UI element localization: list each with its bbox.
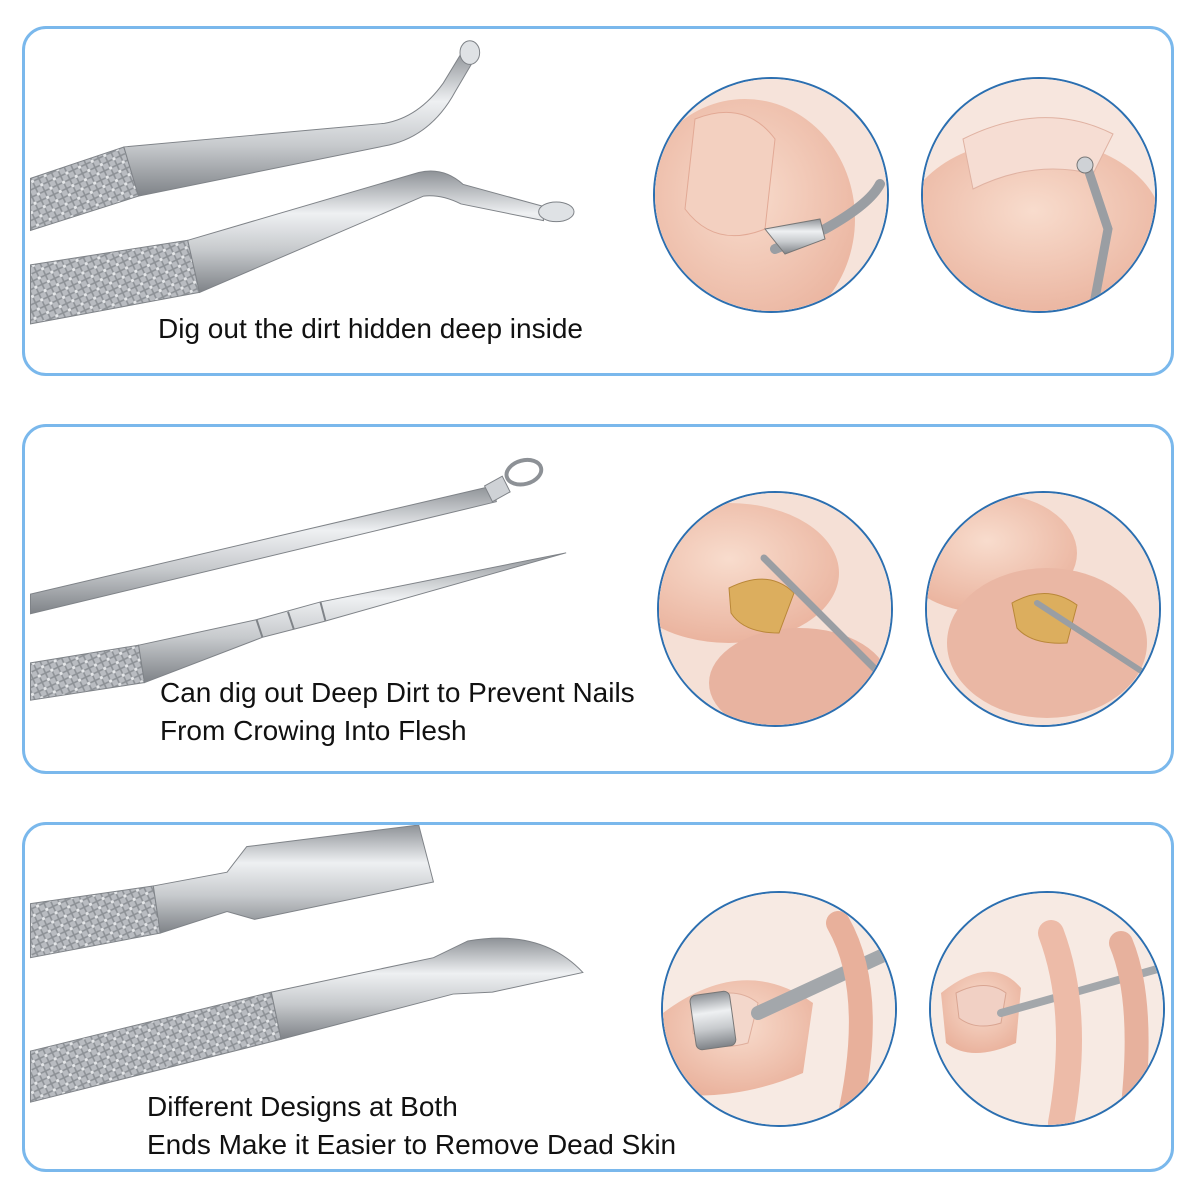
cuticle-pusher-tool <box>29 825 435 959</box>
tools-image <box>29 457 567 701</box>
feature-panel-dead-skin: Different Designs at Both Ends Make it E… <box>22 822 1174 1172</box>
cuticle-spoon-tool <box>29 937 584 1103</box>
curved-scoop-tool <box>29 40 481 232</box>
caption-line: Can dig out Deep Dirt to Prevent Nails <box>160 677 635 708</box>
feature-panel-deep-dirt: Can dig out Deep Dirt to Prevent Nails F… <box>22 424 1174 774</box>
caption-line: Different Designs at Both <box>147 1091 458 1122</box>
panel-caption: Different Designs at Both Ends Make it E… <box>147 1088 676 1164</box>
cuticle-pushing-demo-image <box>929 891 1165 1127</box>
curved-scoop-tool <box>29 170 575 325</box>
nail-cleaning-demo-image <box>653 77 889 313</box>
pointed-tool <box>29 552 567 701</box>
feature-panel-dig-dirt: Dig out the dirt hidden deep inside <box>22 26 1174 376</box>
tools-image <box>29 825 584 1103</box>
loop-tool <box>29 457 544 615</box>
cuticle-pushing-demo-image <box>661 891 897 1127</box>
panel-caption: Dig out the dirt hidden deep inside <box>158 310 583 348</box>
panel-caption: Can dig out Deep Dirt to Prevent Nails F… <box>160 674 635 750</box>
toenail-cleaning-demo-image <box>925 491 1161 727</box>
tools-image <box>29 40 575 325</box>
toenail-cleaning-demo-image <box>657 491 893 727</box>
caption-line: Ends Make it Easier to Remove Dead Skin <box>147 1129 677 1160</box>
caption-line: From Crowing Into Flesh <box>160 715 467 746</box>
nail-cleaning-demo-image <box>921 77 1157 313</box>
caption-line: Dig out the dirt hidden deep inside <box>158 313 583 344</box>
